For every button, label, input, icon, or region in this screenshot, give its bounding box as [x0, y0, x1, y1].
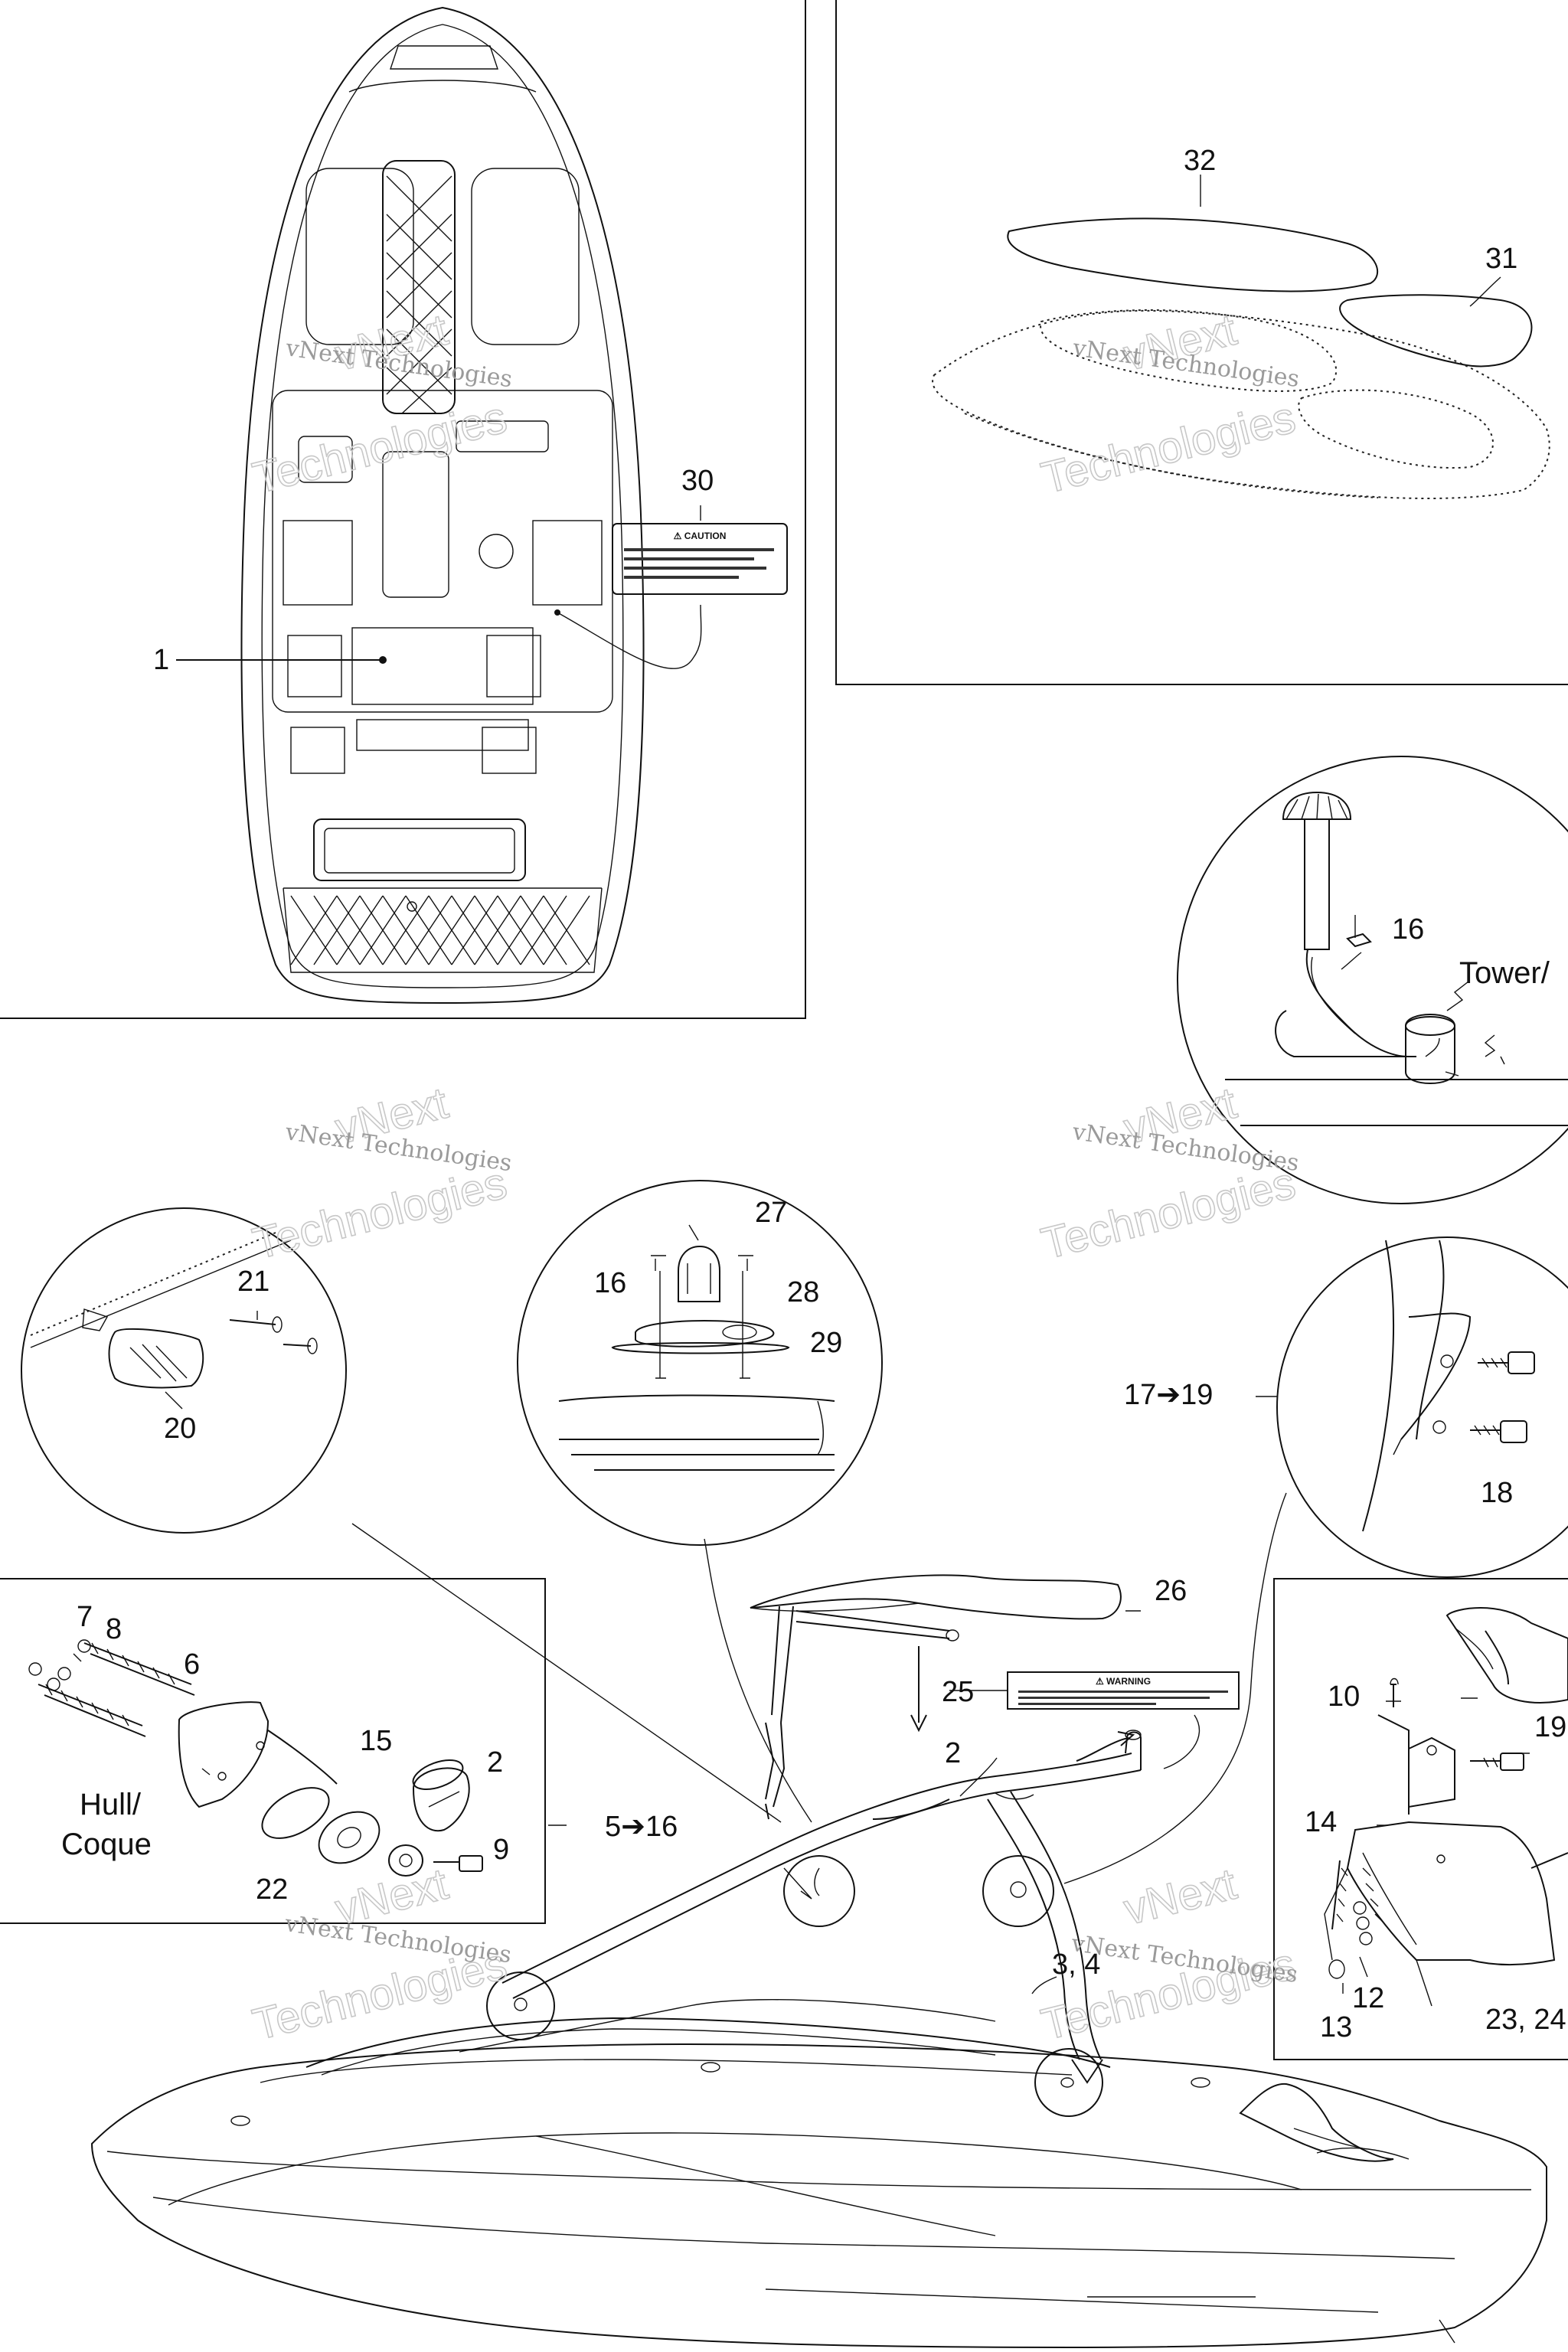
callout-2-tower: 2 — [945, 1737, 961, 1769]
callout-13: 13 — [1320, 2011, 1352, 2043]
tower-light-detail — [1177, 756, 1568, 1204]
watermarks: Technologies vNext vNext Technologies Te… — [247, 304, 1301, 2050]
callout-8: 8 — [106, 1613, 122, 1645]
watermark-mid-right: Technologies vNext vNext Technologies — [1036, 1077, 1301, 1269]
callout-7: 7 — [77, 1601, 93, 1633]
callout-1: 1 — [153, 644, 169, 676]
tower-mount-panel-border — [1273, 1578, 1568, 2060]
svg-text:vNext: vNext — [1119, 1859, 1242, 1935]
callout-17-19: 17➔19 — [1124, 1379, 1213, 1411]
svg-text:Technologies: Technologies — [248, 392, 511, 503]
callout-31: 31 — [1485, 243, 1517, 275]
top-left-panel-border — [0, 0, 806, 1019]
light-mount-detail — [517, 1180, 883, 1823]
hull-hardware-detail — [28, 1639, 567, 1877]
callout-12: 12 — [1352, 1982, 1384, 2014]
callout-29: 29 — [810, 1327, 842, 1359]
callout-22: 22 — [256, 1873, 288, 1906]
callout-14: 14 — [1305, 1806, 1337, 1838]
callout-19: 19 — [1534, 1711, 1566, 1743]
warning-decal-title: ⚠ WARNING — [1096, 1676, 1151, 1687]
top-right-panel-border — [835, 0, 1568, 685]
hull-label-line2: Coque — [61, 1828, 152, 1861]
svg-text:Technologies: Technologies — [1037, 392, 1300, 503]
callout-30: 30 — [681, 465, 714, 497]
watermark-bottom-right: Technologies vNext vNext Technologies — [1036, 1858, 1301, 2050]
leader-lines — [949, 952, 1530, 1994]
seat-cover-view — [932, 175, 1550, 500]
callout-2-hull: 2 — [487, 1746, 503, 1779]
watermark-top-right: Technologies vNext vNext Technologies — [1036, 304, 1301, 504]
callout-3-4: 3, 4 — [1052, 1949, 1100, 1981]
callout-25: 25 — [942, 1676, 974, 1708]
watermark-top-left: Technologies vNext vNext Technologies — [247, 304, 514, 504]
panel-borders — [0, 0, 1568, 2060]
callout-6: 6 — [184, 1648, 200, 1681]
callout-10: 10 — [1328, 1681, 1360, 1713]
callout-16-light: 16 — [594, 1267, 626, 1299]
hull-detail-panel-border — [0, 1578, 546, 1924]
callout-21: 21 — [237, 1266, 270, 1298]
callout-5-16: 5➔16 — [605, 1811, 678, 1843]
hull-label-line1: Hull/ — [80, 1788, 142, 1821]
callout-labels: 1 30 32 31 16 Tower/ 27 16 28 29 21 20 1… — [61, 145, 1566, 2043]
callout-32: 32 — [1184, 145, 1216, 177]
tower-bolt-detail — [1063, 1236, 1568, 1884]
watermark-mid-left: Technologies vNext vNext Technologies — [247, 1077, 514, 1269]
callout-15: 15 — [360, 1725, 392, 1757]
tower-label: Tower/ — [1459, 956, 1550, 990]
callout-18: 18 — [1481, 1477, 1513, 1509]
tower-assembly: ⚠ WARNING — [486, 1574, 1240, 2117]
callout-26: 26 — [1155, 1575, 1187, 1607]
svg-text:Technologies: Technologies — [1037, 1158, 1300, 1269]
svg-text:Technologies: Technologies — [248, 1158, 511, 1269]
mirror-detail — [21, 1207, 782, 1823]
caution-decal: ⚠ CAUTION — [612, 505, 788, 595]
callout-9: 9 — [493, 1834, 509, 1866]
warning-decal — [1007, 1671, 1240, 1710]
callout-23-24: 23, 24 — [1485, 2004, 1566, 2036]
boat-top-view — [176, 6, 702, 1004]
callout-27: 27 — [755, 1197, 787, 1229]
caution-decal-title: ⚠ CAUTION — [674, 531, 727, 541]
callout-16-tower: 16 — [1392, 913, 1424, 946]
boat-side-view — [90, 1999, 1547, 2349]
tower-mount-detail — [1324, 1607, 1568, 2007]
callout-20: 20 — [164, 1413, 196, 1445]
callout-28: 28 — [787, 1276, 819, 1308]
